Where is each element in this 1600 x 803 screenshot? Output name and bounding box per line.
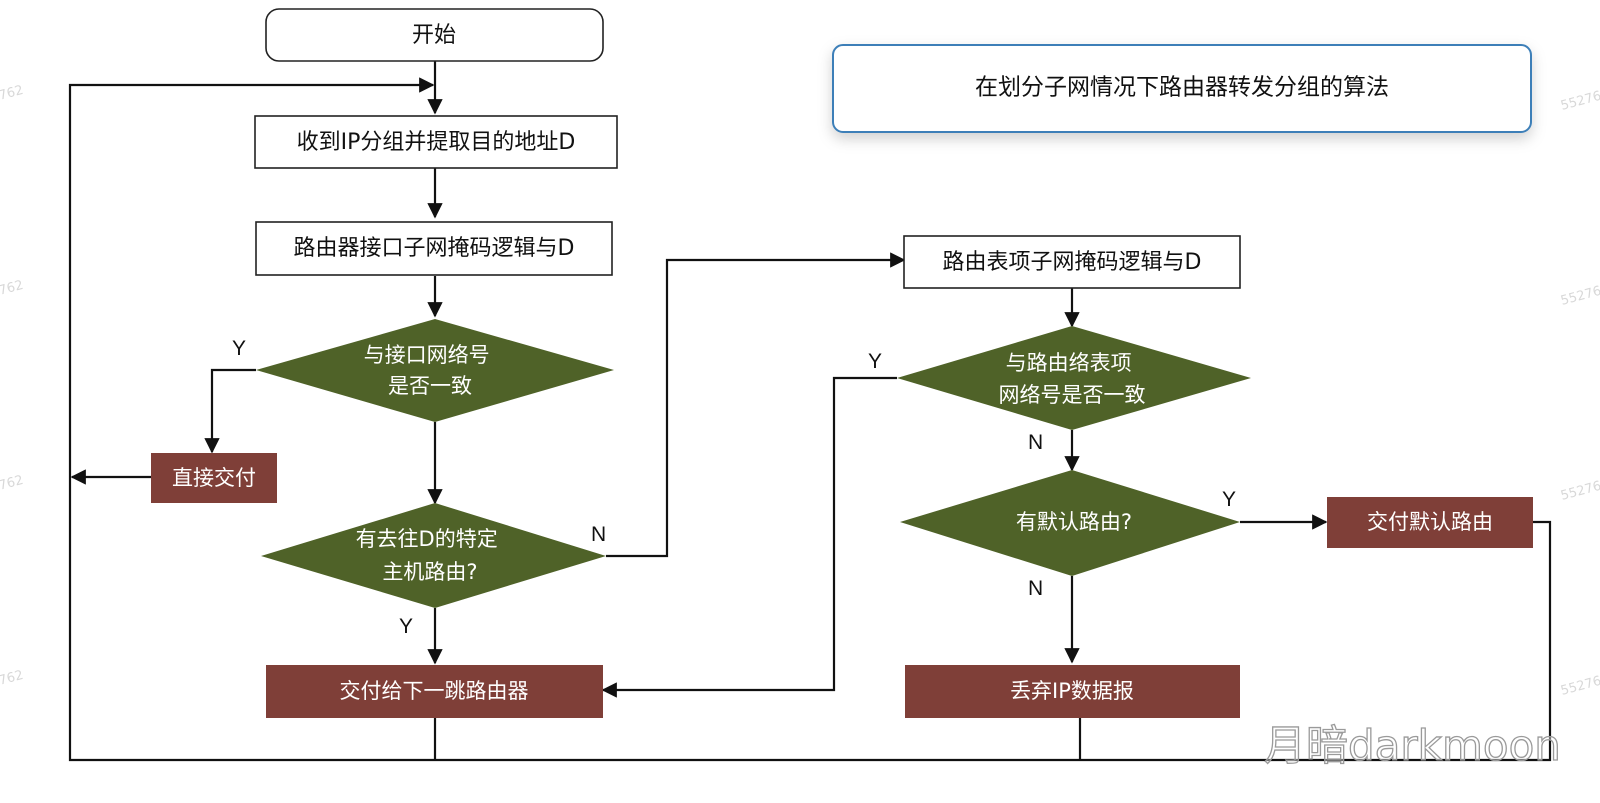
- branch-labels: Y N Y Y N Y N: [232, 337, 1236, 638]
- receive-label: 收到IP分组并提取目的地址D: [297, 130, 576, 155]
- discard-action: 丢弃IP数据报: [905, 665, 1240, 718]
- route-match-decision: 与路由络表项 网络号是否一致: [897, 326, 1251, 430]
- flow-nodes: 开始 收到IP分组并提取目的地址D 路由器接口子网掩码逻辑与D 与接口网络号 是…: [151, 8, 1533, 718]
- iface-match-yes-label: Y: [232, 337, 246, 360]
- diagram-title: 在划分子网情况下路由器转发分组的算法: [975, 75, 1389, 101]
- author-signature: 月暗darkmoon: [1264, 721, 1561, 770]
- next-hop-label: 交付给下一跳路由器: [340, 679, 529, 703]
- direct-delivery-action: 直接交付: [151, 453, 277, 503]
- line-default-to-loop: [435, 520, 1552, 762]
- has-default-label: 有默认路由?: [1016, 510, 1132, 534]
- arrow-route-match-yes: [601, 376, 897, 698]
- arrow-iface-match-yes: [204, 368, 256, 454]
- iface-mask-step: 路由器接口子网掩码逻辑与D: [255, 221, 613, 276]
- host-route-decision: 有去往D的特定 主机路由?: [261, 503, 606, 608]
- start-label: 开始: [412, 23, 456, 48]
- watermark: 552762: [1559, 672, 1600, 699]
- watermark: 552762: [1559, 87, 1600, 114]
- next-hop-action: 交付给下一跳路由器: [266, 665, 603, 718]
- watermark: 2762: [0, 668, 25, 691]
- has-default-yes-label: Y: [1222, 488, 1236, 511]
- host-route-line-2: 主机路由?: [382, 560, 477, 584]
- deliver-default-label: 交付默认路由: [1367, 510, 1493, 534]
- loop-back-left: [68, 77, 435, 762]
- iface-match-decision: 与接口网络号 是否一致: [256, 319, 614, 422]
- receive-step: 收到IP分组并提取目的地址D: [254, 115, 618, 169]
- connectors: [68, 61, 1552, 762]
- direct-delivery-label: 直接交付: [172, 466, 256, 490]
- deliver-default-action: 交付默认路由: [1327, 497, 1533, 548]
- discard-label: 丢弃IP数据报: [1010, 679, 1134, 703]
- route-mask-step: 路由表项子网掩码逻辑与D: [903, 235, 1241, 289]
- watermark: 552762: [1559, 282, 1600, 309]
- watermark: 2762: [0, 83, 25, 106]
- arrow-host-route-no: [606, 252, 906, 558]
- iface-mask-label: 路由器接口子网掩码逻辑与D: [294, 236, 575, 261]
- watermark: 2762: [0, 473, 25, 496]
- host-route-no-label: N: [591, 523, 606, 546]
- has-default-decision: 有默认路由?: [900, 470, 1240, 576]
- iface-match-line-1: 与接口网络号: [364, 343, 490, 367]
- watermark: 552762: [1559, 477, 1600, 504]
- host-route-yes-label: Y: [399, 615, 413, 638]
- iface-match-label: 与接口网络号 是否一致: [364, 343, 497, 398]
- route-match-label: 与路由络表项 网络号是否一致: [999, 351, 1146, 407]
- route-mask-label: 路由表项子网掩码逻辑与D: [943, 250, 1202, 275]
- route-match-line-2: 网络号是否一致: [999, 383, 1146, 407]
- start-node: 开始: [265, 8, 604, 62]
- title-box: 在划分子网情况下路由器转发分组的算法: [832, 44, 1532, 133]
- watermarks: 2762 2762 2762 2762 552762 552762 552762…: [0, 83, 1600, 699]
- route-match-no-label: N: [1028, 431, 1043, 454]
- watermark: 2762: [0, 278, 25, 301]
- route-match-line-1: 与路由络表项: [1006, 351, 1132, 375]
- host-route-line-1: 有去往D的特定: [356, 527, 498, 551]
- route-match-yes-label: Y: [868, 350, 882, 373]
- host-route-label: 有去往D的特定 主机路由?: [356, 527, 505, 584]
- iface-match-line-2: 是否一致: [388, 374, 472, 398]
- has-default-no-label: N: [1028, 577, 1043, 600]
